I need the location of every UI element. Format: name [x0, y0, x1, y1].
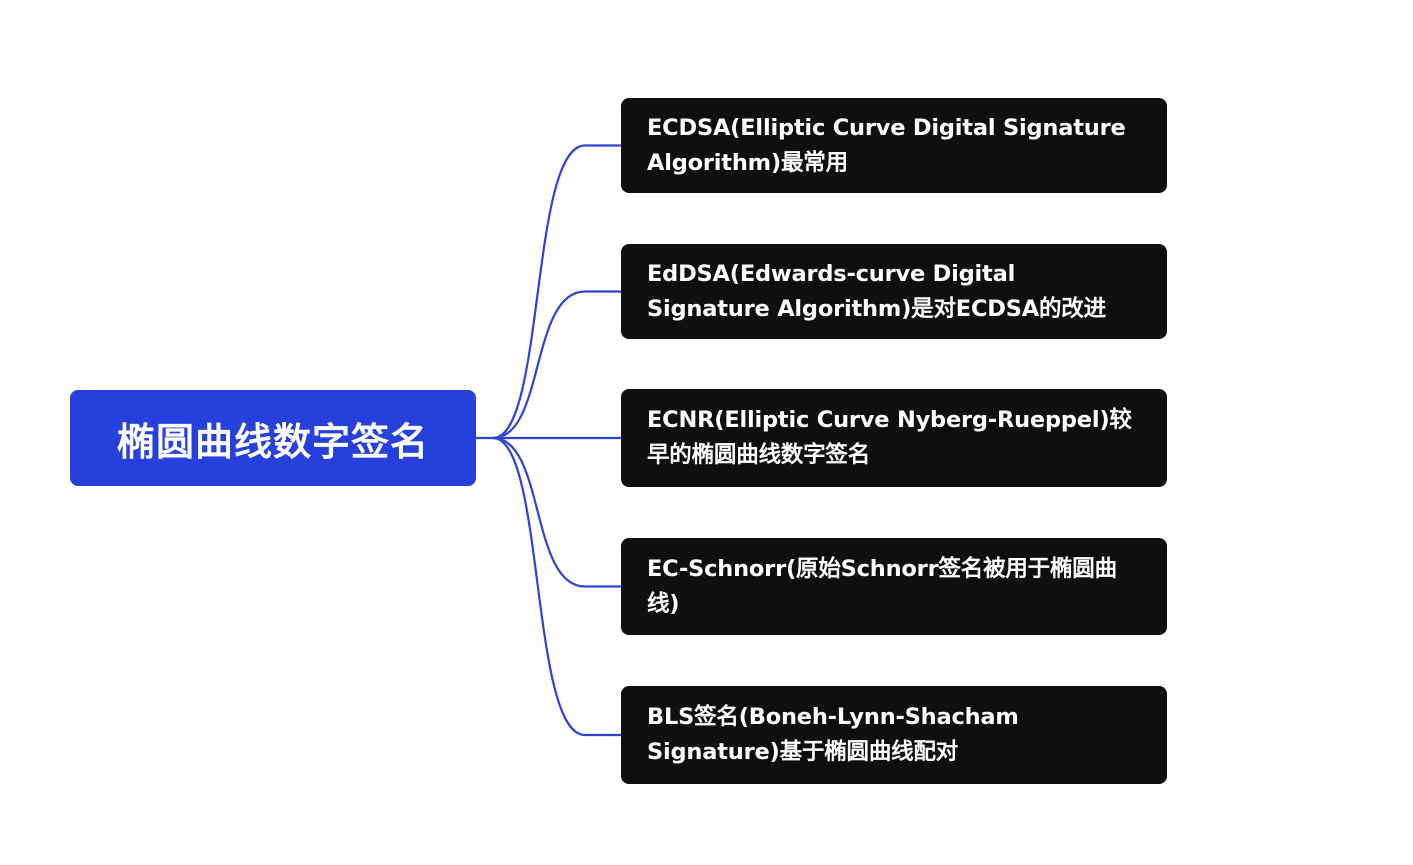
child-node-bls[interactable]: BLS签名(Boneh-Lynn-Shacham Signature)基于椭圆曲… — [621, 686, 1167, 784]
connector-line-5 — [492, 436, 621, 737]
child-label-bls: BLS签名(Boneh-Lynn-Shacham Signature)基于椭圆曲… — [647, 704, 1019, 765]
child-label-ecdsa: ECDSA(Elliptic Curve Digital Signature A… — [647, 114, 1126, 176]
child-node-eddsa[interactable]: EdDSA(Edwards-curve Digital Signature Al… — [621, 244, 1167, 339]
child-label-ec-schnorr: EC-Schnorr(原始Schnorr签名被用于椭圆曲线) — [647, 555, 1117, 617]
child-node-ecnr[interactable]: ECNR(Elliptic Curve Nyberg-Rueppel)较早的椭圆… — [621, 389, 1167, 487]
connector-line-2 — [492, 290, 621, 440]
child-node-ec-schnorr[interactable]: EC-Schnorr(原始Schnorr签名被用于椭圆曲线) — [621, 538, 1167, 635]
child-node-ecdsa[interactable]: ECDSA(Elliptic Curve Digital Signature A… — [621, 98, 1167, 193]
root-node[interactable]: 椭圆曲线数字签名 — [70, 390, 476, 486]
root-label: 椭圆曲线数字签名 — [116, 419, 429, 464]
connector-line-4 — [492, 436, 621, 588]
connector-line-1 — [492, 144, 621, 440]
child-label-ecnr: ECNR(Elliptic Curve Nyberg-Rueppel)较早的椭圆… — [647, 407, 1132, 468]
child-label-eddsa: EdDSA(Edwards-curve Digital Signature Al… — [647, 260, 1106, 322]
